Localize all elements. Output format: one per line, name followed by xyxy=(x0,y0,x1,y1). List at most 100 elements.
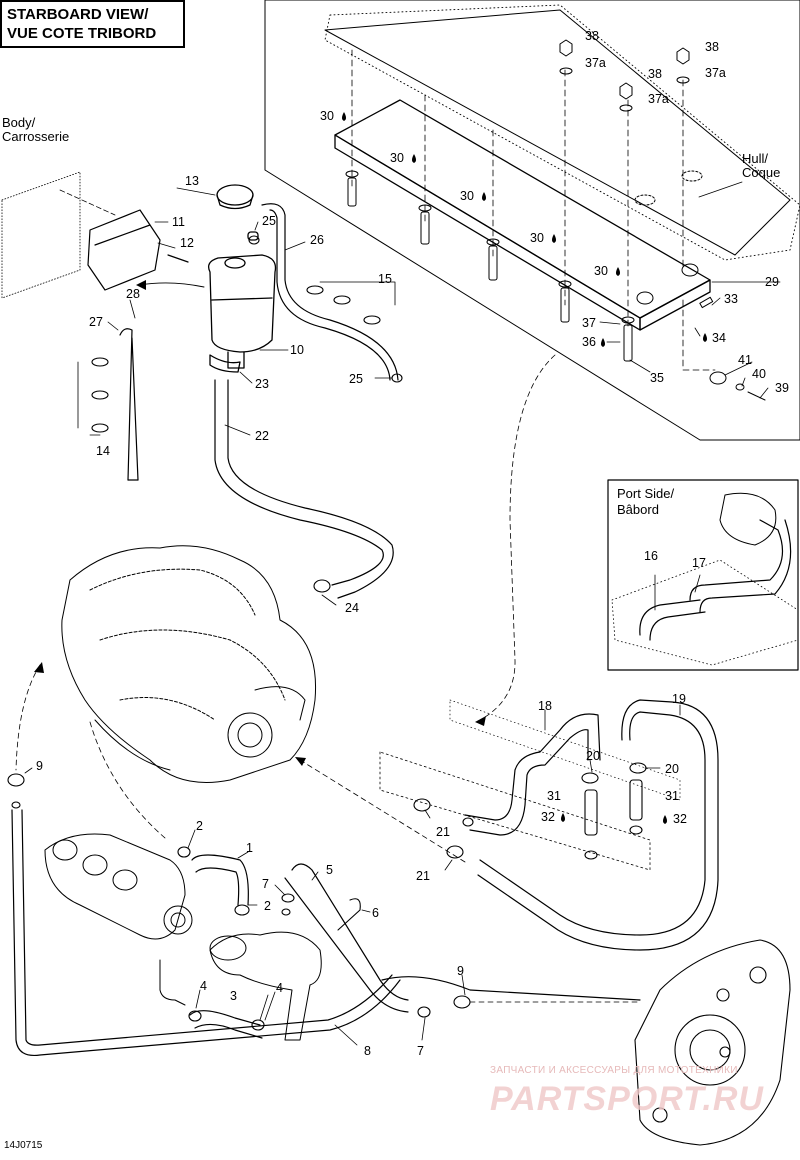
callout-27: 27 xyxy=(89,315,103,329)
callout-8: 8 xyxy=(364,1044,371,1058)
view-title-line2: VUE COTE TRIBORD xyxy=(7,25,157,42)
oil-drop-icon xyxy=(482,192,486,201)
callout-39: 39 xyxy=(775,381,789,395)
leader-lines xyxy=(24,181,781,1046)
callout-4b: 4 xyxy=(276,981,283,995)
body-label-line2: Carrosserie xyxy=(2,129,70,144)
port-side-label: Port Side/ Bâbord xyxy=(617,486,674,518)
hull-label-line2: Coque xyxy=(742,165,781,180)
oil-drop-icons xyxy=(342,112,707,824)
port-side-label-line1: Port Side/ xyxy=(617,486,675,501)
callout-35: 35 xyxy=(650,371,664,385)
exhaust-manifold xyxy=(44,833,193,1006)
callout-29: 29 xyxy=(765,275,779,289)
callout-3: 3 xyxy=(230,989,237,1003)
oil-drop-icon xyxy=(561,813,565,822)
view-title-line1: STARBOARD VIEW/ xyxy=(7,6,149,23)
hose-set xyxy=(11,203,719,1057)
callout-23: 23 xyxy=(255,377,269,391)
arrowheads xyxy=(34,280,486,766)
callout-37: 37 xyxy=(582,316,596,330)
callout-20a: 20 xyxy=(586,749,600,763)
callout-36: 36 xyxy=(582,335,596,349)
callout-2a: 2 xyxy=(196,819,203,833)
bolt-set xyxy=(345,170,635,362)
callout-22: 22 xyxy=(255,429,269,443)
callout-5: 5 xyxy=(326,863,333,877)
body-panel xyxy=(1,171,205,299)
callout-12: 12 xyxy=(180,236,194,250)
port-side-inset-box xyxy=(607,479,799,671)
coolant-tank xyxy=(207,184,277,373)
hull-label-line1: Hull/ xyxy=(742,151,769,166)
callout-32b: 32 xyxy=(673,812,687,826)
callout-31b: 31 xyxy=(665,789,679,803)
callout-32a: 32 xyxy=(541,810,555,824)
callout-40: 40 xyxy=(752,367,766,381)
oil-drop-icon xyxy=(552,234,556,243)
callout-25a: 25 xyxy=(262,214,276,228)
callout-31a: 31 xyxy=(547,789,561,803)
port-side-label-line2: Bâbord xyxy=(617,502,659,517)
callout-6: 6 xyxy=(372,906,379,920)
callout-21b: 21 xyxy=(416,869,430,883)
callout-41: 41 xyxy=(738,353,752,367)
callout-17: 17 xyxy=(692,556,706,570)
nut-washer-set xyxy=(559,39,690,112)
callout-30e: 30 xyxy=(594,264,608,278)
oil-drop-icon xyxy=(703,333,707,342)
callout-38-1: 38 xyxy=(585,29,599,43)
callout-7b: 7 xyxy=(417,1044,424,1058)
oil-drop-icon xyxy=(616,267,620,276)
callout-37a-2: 37a xyxy=(648,92,669,106)
callout-20b: 20 xyxy=(665,762,679,776)
callout-37a-1: 37a xyxy=(585,56,606,70)
callout-26: 26 xyxy=(310,233,324,247)
oil-drop-icon xyxy=(663,815,667,824)
callout-4a: 4 xyxy=(200,979,207,993)
callout-7a: 7 xyxy=(262,877,269,891)
callout-2b: 2 xyxy=(264,899,271,913)
callout-25b: 25 xyxy=(349,372,363,386)
callout-9b: 9 xyxy=(457,964,464,978)
callout-16: 16 xyxy=(644,549,658,563)
callout-38-2: 38 xyxy=(648,67,662,81)
callout-labels: 1 2 2 3 4 4 5 6 7 7 8 9 9 10 11 12 13 14… xyxy=(36,29,789,1058)
body-label: Body/ Carrosserie xyxy=(2,116,69,144)
exhaust-pipe xyxy=(209,931,322,1041)
body-label-line1: Body/ xyxy=(2,115,36,130)
oil-drop-icon xyxy=(601,338,605,347)
callout-38-3: 38 xyxy=(705,40,719,54)
oil-drop-icon xyxy=(412,154,416,163)
clamp-set xyxy=(7,235,647,1031)
callout-10: 10 xyxy=(290,343,304,357)
callout-30d: 30 xyxy=(530,231,544,245)
view-title-box: STARBOARD VIEW/ VUE COTE TRIBORD xyxy=(0,0,185,48)
engine xyxy=(61,545,317,783)
pump-housing xyxy=(634,939,791,1146)
callout-9a: 9 xyxy=(36,759,43,773)
callout-11: 11 xyxy=(172,215,185,229)
callout-34: 34 xyxy=(712,331,726,345)
callout-14: 14 xyxy=(96,444,110,458)
callout-1: 1 xyxy=(246,841,253,855)
drawing-code: 14J0715 xyxy=(4,1140,43,1151)
oil-drop-icon xyxy=(342,112,346,121)
callout-37a-3: 37a xyxy=(705,66,726,80)
callout-30b: 30 xyxy=(390,151,404,165)
callout-19: 19 xyxy=(672,692,686,706)
watermark-logo: PARTSPORT.RU xyxy=(490,1080,764,1118)
watermark-tagline: ЗАПЧАСТИ И АКСЕССУАРЫ ДЛЯ МОТОТЕХНИКИ xyxy=(490,1065,738,1076)
flow-lines xyxy=(15,354,641,1003)
callout-33: 33 xyxy=(724,292,738,306)
callout-30a: 30 xyxy=(320,109,334,123)
callout-30c: 30 xyxy=(460,189,474,203)
hull-label: Hull/ Coque xyxy=(742,152,780,180)
callout-13: 13 xyxy=(185,174,199,188)
callout-28: 28 xyxy=(126,287,140,301)
callout-24: 24 xyxy=(345,601,359,615)
fitting-set xyxy=(379,699,681,871)
hull-detail-panel xyxy=(264,0,800,441)
callout-15: 15 xyxy=(378,272,392,286)
